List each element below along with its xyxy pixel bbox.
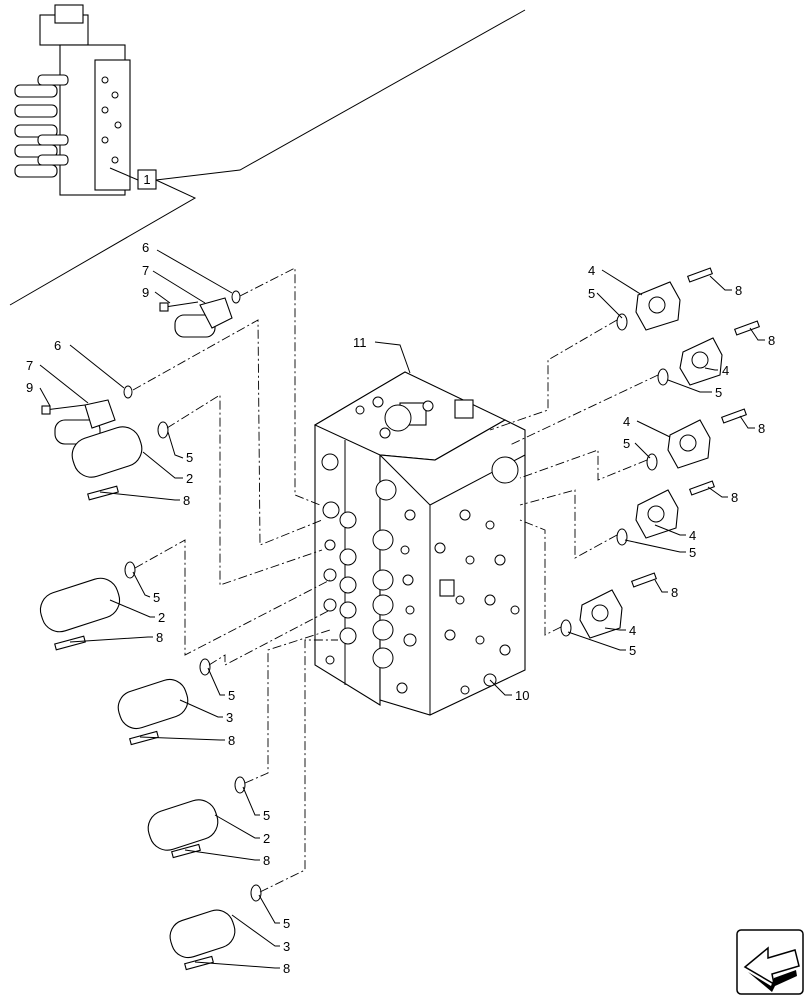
- arrow-left-icon[interactable]: [736, 929, 804, 995]
- callout-5: 5: [689, 545, 696, 560]
- o-ring: [234, 776, 246, 794]
- callout-8: 8: [283, 961, 290, 976]
- main-valve-block: [313, 371, 526, 716]
- alignment-lines: [132, 267, 659, 893]
- o-ring: [123, 385, 133, 399]
- flange-5: [560, 572, 658, 639]
- callout-8: 8: [156, 630, 163, 645]
- solenoid-cartridge-5: [169, 884, 262, 971]
- flange-4: [616, 480, 716, 546]
- callout-6: 6: [54, 338, 61, 353]
- callout-8: 8: [768, 333, 775, 348]
- callout-5: 5: [263, 808, 270, 823]
- callout-numbers: 6 7 9 6 7 9 5 2 8 5 2 8 5 3 8 5 2 8 5 3 …: [26, 240, 775, 976]
- callout-11: 11: [353, 335, 367, 350]
- callout-leaders: [39, 249, 765, 969]
- callout-8: 8: [758, 421, 765, 436]
- left-face-ports: [321, 453, 357, 665]
- callout-4: 4: [588, 263, 595, 278]
- callout-9: 9: [142, 285, 149, 300]
- o-ring: [231, 290, 241, 304]
- solenoid-bracket-upper: [159, 290, 241, 338]
- callout-5: 5: [623, 436, 630, 451]
- o-ring: [616, 313, 628, 331]
- o-ring: [250, 884, 262, 902]
- o-ring: [657, 368, 669, 386]
- o-ring: [199, 658, 211, 676]
- callout-3: 3: [226, 710, 233, 725]
- callout-8: 8: [228, 733, 235, 748]
- callout-2: 2: [158, 610, 165, 625]
- callout-4: 4: [689, 528, 696, 543]
- callout-5: 5: [629, 643, 636, 658]
- callout-2: 2: [263, 831, 270, 846]
- flange-1: [616, 267, 714, 331]
- right-face-ports: [434, 456, 520, 695]
- callout-5: 5: [715, 385, 722, 400]
- callout-8: 8: [183, 493, 190, 508]
- callout-8: 8: [731, 490, 738, 505]
- flange-2: [657, 320, 761, 386]
- middle-face-ports: [372, 479, 417, 694]
- callout-5: 5: [153, 590, 160, 605]
- flange-3: [646, 408, 748, 471]
- o-ring: [157, 421, 169, 439]
- callout-8: 8: [735, 283, 742, 298]
- thumbnail-ports: [101, 76, 122, 164]
- callout-10: 10: [515, 688, 529, 703]
- solenoid-cartridge-1: [71, 421, 169, 501]
- o-ring: [124, 561, 136, 579]
- callout-4: 4: [629, 623, 636, 638]
- callout-5: 5: [283, 916, 290, 931]
- callout-8: 8: [263, 853, 270, 868]
- callout-8: 8: [671, 585, 678, 600]
- callout-4: 4: [623, 414, 630, 429]
- callout-9: 9: [26, 380, 33, 395]
- callout-3: 3: [283, 939, 290, 954]
- callout-5: 5: [228, 688, 235, 703]
- callout-2: 2: [186, 471, 193, 486]
- reference-box-label: 1: [143, 172, 150, 187]
- solenoid-cartridge-4: [147, 776, 246, 859]
- o-ring: [616, 528, 628, 546]
- callout-5: 5: [186, 450, 193, 465]
- callout-4: 4: [722, 363, 729, 378]
- callout-6: 6: [142, 240, 149, 255]
- callout-5: 5: [588, 286, 595, 301]
- callout-7: 7: [142, 263, 149, 278]
- solenoid-cartridge-2: [39, 561, 136, 651]
- callout-7: 7: [26, 358, 33, 373]
- thumbnail-spools: [14, 74, 69, 178]
- o-ring: [560, 619, 572, 637]
- solenoid-cartridge-3: [117, 658, 211, 746]
- reference-box-1: 1: [9, 9, 526, 306]
- valve-assembly-thumbnail: [14, 4, 131, 196]
